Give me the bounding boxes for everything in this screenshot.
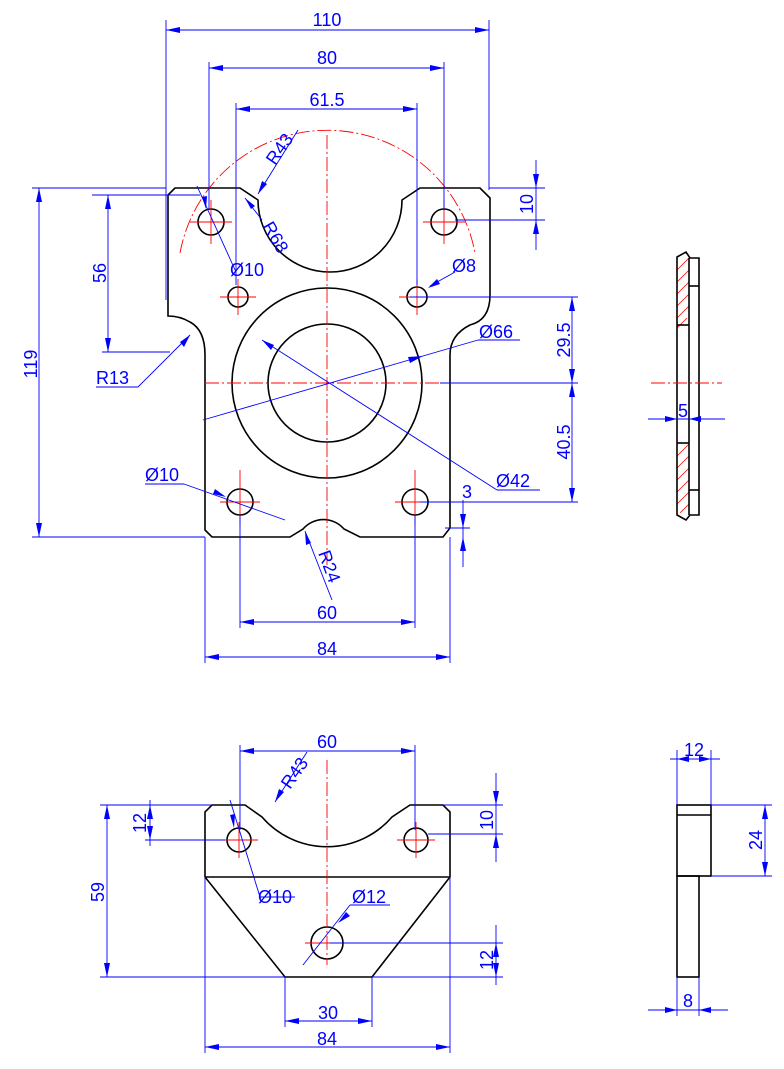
dim-60-bottom: 60 [317, 732, 337, 752]
side-outline [676, 250, 700, 522]
dim-119: 119 [21, 350, 41, 379]
dim-phi10-top: Ø10 [230, 260, 264, 280]
dim-8: 8 [683, 991, 693, 1011]
dim-84-bottom: 84 [317, 1029, 337, 1049]
dim-30: 30 [318, 1003, 338, 1023]
bottom-outline [204, 804, 451, 978]
front-outline [167, 187, 491, 538]
dim-phi8: Ø8 [452, 256, 476, 276]
dim-r68: R68 [259, 218, 293, 257]
dim-40-5: 40.5 [554, 424, 574, 459]
dim-phi66: Ø66 [479, 322, 513, 342]
dim-84: 84 [317, 639, 337, 659]
dim-12-left: 12 [130, 813, 150, 833]
dim-r43-bottom: R43 [277, 754, 312, 793]
dim-10-top: 10 [517, 194, 537, 214]
side-section-view: 5 [648, 250, 725, 522]
dim-3: 3 [462, 482, 472, 502]
dim-5: 5 [678, 401, 688, 421]
bottom-dimension-texts: 60 R43 12 10 59 Ø10 Ø12 12 30 84 [88, 732, 497, 1049]
front-view: 110 80 61.5 R43 R68 Ø10 Ø8 10 56 119 R13… [21, 10, 578, 663]
dim-10-bottom: 10 [477, 810, 497, 830]
dim-r13: R13 [96, 368, 129, 388]
dim-phi10-bottom-view: Ø10 [258, 887, 292, 907]
dim-59: 59 [88, 882, 108, 902]
front-centerlines [179, 129, 476, 565]
side-view-bottom: 12 24 8 [648, 740, 772, 1016]
side-web [676, 875, 700, 978]
bottom-dimension-lines [100, 745, 503, 1053]
bottom-view: 60 R43 12 10 59 Ø10 Ø12 12 30 84 [88, 732, 503, 1053]
dim-12-right: 12 [477, 950, 497, 970]
dim-80: 80 [317, 48, 337, 68]
dim-56: 56 [90, 263, 110, 283]
dim-phi10-bottom: Ø10 [145, 465, 179, 485]
dim-phi12: Ø12 [352, 887, 386, 907]
side-hatch [676, 257, 690, 514]
front-dimension-lines [32, 20, 578, 663]
dim-r43: R43 [262, 130, 297, 169]
dim-61-5: 61.5 [309, 90, 344, 110]
dim-24: 24 [746, 830, 766, 850]
dim-60: 60 [317, 603, 337, 623]
dim-29-5: 29.5 [554, 322, 574, 357]
dim-12-side: 12 [684, 740, 704, 760]
dim-r24: R24 [314, 548, 344, 586]
dim-phi42: Ø42 [496, 471, 530, 491]
dim-110: 110 [313, 10, 342, 30]
front-dimension-texts: 110 80 61.5 R43 R68 Ø10 Ø8 10 56 119 R13… [21, 10, 574, 659]
